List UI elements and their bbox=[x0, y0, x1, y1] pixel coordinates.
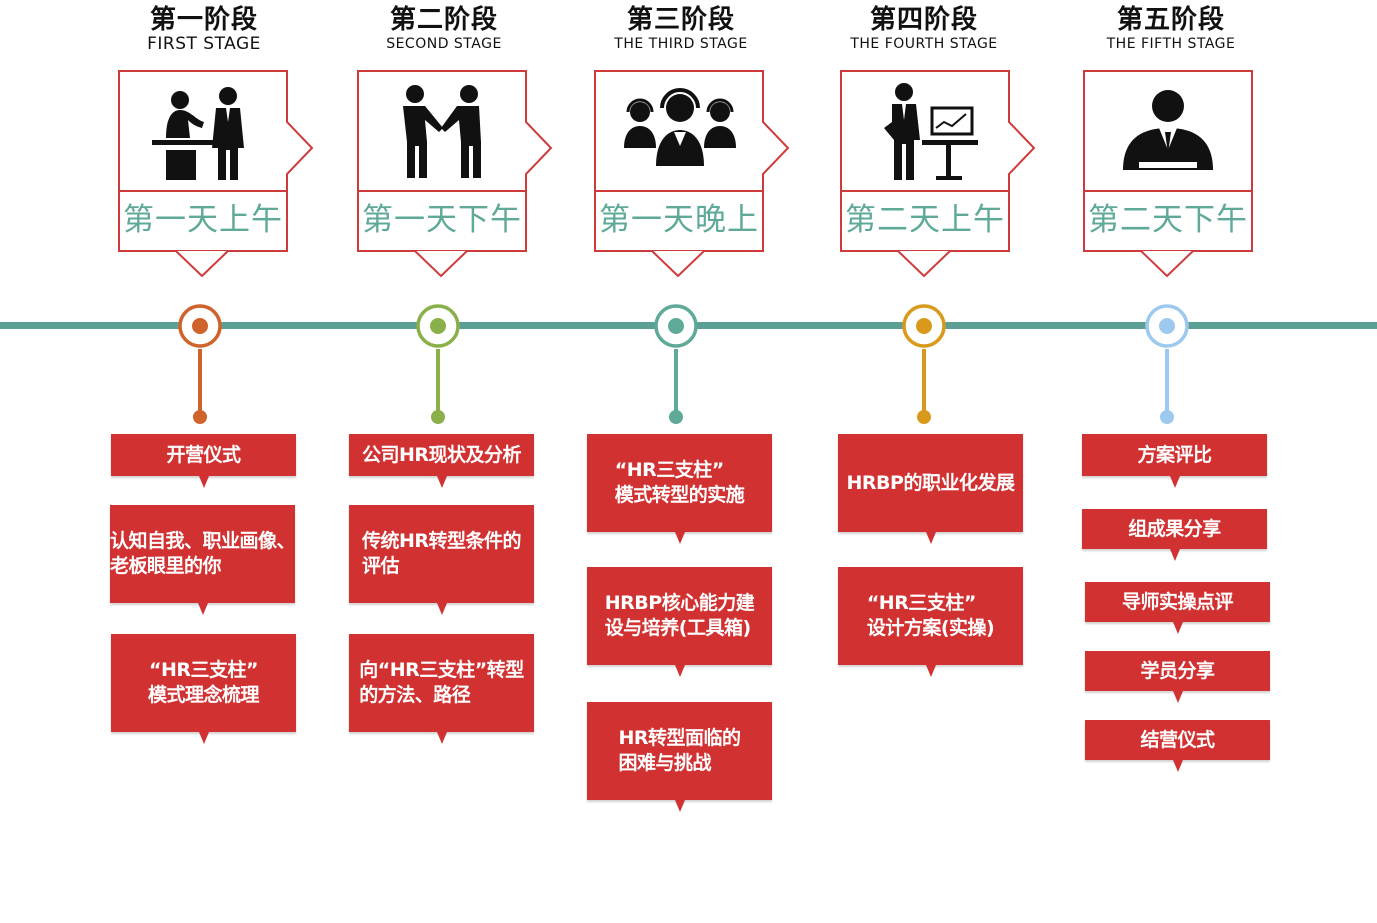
card-frame bbox=[840, 70, 1036, 278]
stage-3-item-text: HR转型面临的 困难与挑战 bbox=[618, 727, 741, 774]
stage-4-item: “HR三支柱” 设计方案(实操) bbox=[838, 567, 1023, 665]
stage-5-card: 第二天下午 bbox=[1083, 70, 1283, 280]
stage-4-stem-dot bbox=[917, 410, 931, 424]
stage-1-stem-dot bbox=[193, 410, 207, 424]
stage-2-stem bbox=[436, 349, 440, 413]
stage-4-stem bbox=[922, 349, 926, 413]
stage-5-item-text: 组成果分享 bbox=[1128, 517, 1221, 540]
stage-5-item-text: 方案评比 bbox=[1137, 443, 1212, 466]
call-center-team-icon bbox=[594, 70, 764, 190]
stage-5-item: 导师实操点评 bbox=[1085, 582, 1270, 622]
stage-4-item: HRBP的职业化发展 bbox=[838, 434, 1023, 532]
stage-3-card: 第一天晚上 bbox=[594, 70, 794, 280]
stage-4-item-text: HRBP的职业化发展 bbox=[846, 471, 1015, 494]
stage-4-title-en: THE FOURTH STAGE bbox=[850, 36, 998, 52]
stage-5-stem bbox=[1165, 349, 1169, 413]
stage-4-node bbox=[902, 304, 946, 348]
stage-5-title: 第五阶段 THE FIFTH STAGE bbox=[1071, 4, 1271, 52]
stage-2-title-cn: 第二阶段 bbox=[389, 5, 498, 35]
stage-1-item-text: “HR三支柱” 模式理念梳理 bbox=[147, 659, 260, 706]
stage-2-item: 向“HR三支柱”转型 的方法、路径 bbox=[349, 634, 534, 732]
stage-3-title-cn: 第三阶段 bbox=[626, 5, 735, 35]
stage-5-item: 学员分享 bbox=[1085, 651, 1270, 691]
stage-2-item: 传统HR转型条件的 评估 bbox=[349, 505, 534, 603]
card-frame bbox=[118, 70, 314, 278]
stage-2-stem-dot bbox=[431, 410, 445, 424]
stage-5-item-text: 结营仪式 bbox=[1140, 728, 1215, 751]
stage-3-title-en: THE THIRD STAGE bbox=[614, 36, 748, 52]
stage-4-day: 第二天上午 bbox=[845, 202, 1005, 238]
stage-1-item: 开营仪式 bbox=[111, 434, 296, 476]
handshake-icon bbox=[357, 70, 527, 190]
stage-5-item-text: 导师实操点评 bbox=[1121, 590, 1234, 613]
businessman-icon bbox=[1083, 70, 1253, 190]
stage-5-title-cn: 第五阶段 bbox=[1116, 5, 1225, 35]
stage-4-title-cn: 第四阶段 bbox=[869, 5, 978, 35]
stage-2-title: 第二阶段 SECOND STAGE bbox=[344, 4, 544, 52]
stage-2-day: 第一天下午 bbox=[362, 202, 522, 238]
stage-3-title: 第三阶段 THE THIRD STAGE bbox=[581, 4, 781, 52]
stage-1-item: “HR三支柱” 模式理念梳理 bbox=[111, 634, 296, 732]
stage-3-node bbox=[654, 304, 698, 348]
stage-2-title-en: SECOND STAGE bbox=[386, 36, 502, 52]
stage-5-day: 第二天下午 bbox=[1088, 202, 1248, 238]
stage-1-title: 第一阶段 FIRST STAGE bbox=[104, 4, 304, 54]
stage-3-item: “HR三支柱” 模式转型的实施 bbox=[587, 434, 772, 532]
stage-1-item-text: 开营仪式 bbox=[166, 443, 241, 466]
stage-1-node bbox=[178, 304, 222, 348]
stage-2-node bbox=[416, 304, 460, 348]
stage-2-card: 第一天下午 bbox=[357, 70, 557, 280]
stage-3-item: HR转型面临的 困难与挑战 bbox=[587, 702, 772, 800]
stage-5-item: 组成果分享 bbox=[1082, 509, 1267, 549]
stage-1-day: 第一天上午 bbox=[123, 202, 283, 238]
stage-5-node bbox=[1145, 304, 1189, 348]
stage-2-item: 公司HR现状及分析 bbox=[349, 434, 534, 476]
stage-2-item-text: 传统HR转型条件的 评估 bbox=[361, 530, 522, 577]
stage-3-item-text: “HR三支柱” 模式转型的实施 bbox=[614, 459, 745, 506]
stage-1-item-text: 认知自我、职业画像、 老板眼里的你 bbox=[110, 530, 296, 577]
stage-3-stem bbox=[674, 349, 678, 413]
stage-5-title-en: THE FIFTH STAGE bbox=[1106, 36, 1236, 52]
presentation-icon bbox=[840, 70, 1010, 190]
stage-1-card: 第一天上午 bbox=[118, 70, 318, 280]
stage-4-item-text: “HR三支柱” 设计方案(实操) bbox=[866, 592, 995, 639]
stage-5-item-text: 学员分享 bbox=[1140, 659, 1215, 682]
stage-3-item-text: HRBP核心能力建 设与培养(工具箱) bbox=[604, 592, 755, 639]
reception-desk-icon bbox=[118, 70, 288, 190]
stage-3-day: 第一天晚上 bbox=[599, 202, 759, 238]
stage-4-card: 第二天上午 bbox=[840, 70, 1040, 280]
stage-1-title-en: FIRST STAGE bbox=[147, 34, 261, 54]
stage-2-item-text: 向“HR三支柱”转型 的方法、路径 bbox=[359, 659, 524, 706]
stage-4-title: 第四阶段 THE FOURTH STAGE bbox=[824, 4, 1024, 52]
stage-5-item: 结营仪式 bbox=[1085, 720, 1270, 760]
stage-3-stem-dot bbox=[669, 410, 683, 424]
stage-1-stem bbox=[198, 349, 202, 413]
stage-1-item: 认知自我、职业画像、 老板眼里的你 bbox=[110, 505, 296, 603]
stage-2-item-text: 公司HR现状及分析 bbox=[361, 443, 522, 466]
stage-3-item: HRBP核心能力建 设与培养(工具箱) bbox=[587, 567, 772, 665]
stage-5-item: 方案评比 bbox=[1082, 434, 1267, 476]
stage-1-title-cn: 第一阶段 bbox=[149, 5, 258, 35]
stage-5-stem-dot bbox=[1160, 410, 1174, 424]
